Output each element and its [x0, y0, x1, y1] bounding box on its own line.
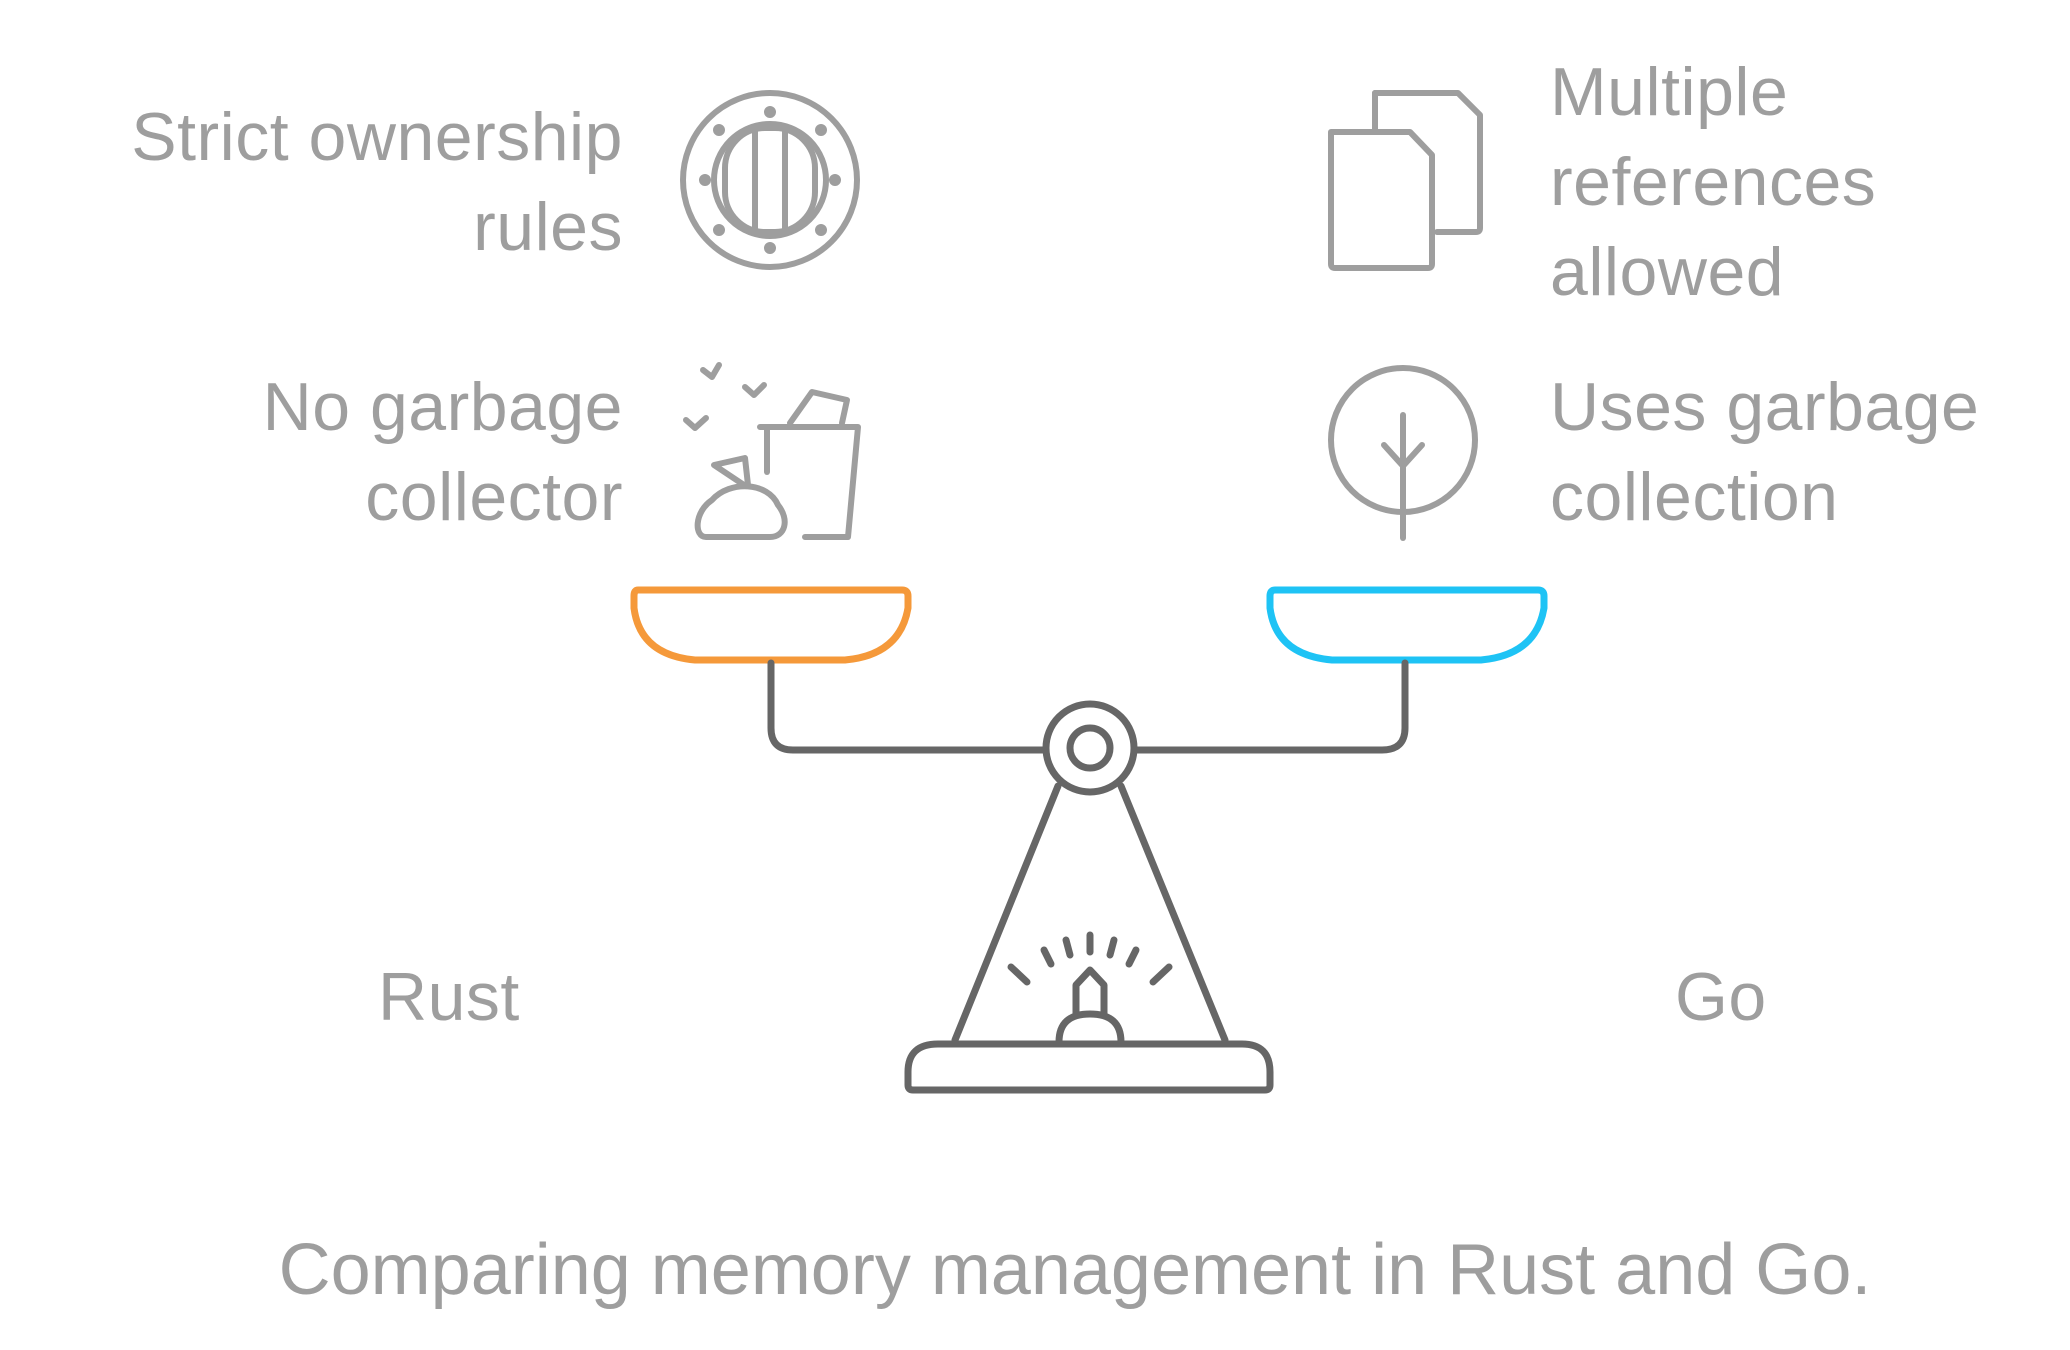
copy-documents-icon — [1328, 90, 1483, 271]
left-scale-pan — [630, 586, 912, 664]
rust-feature-ownership-label: Strict ownership rules — [131, 99, 623, 265]
rust-feature-no-gc-label: No garbage collector — [262, 369, 623, 535]
scale-indicator — [1007, 931, 1173, 1046]
go-feature-references-label: Multiple references allowed — [1550, 54, 1877, 310]
scale-base — [904, 1040, 1274, 1094]
rust-language-label: Rust — [378, 959, 520, 1035]
go-language-label: Go — [1675, 959, 1767, 1035]
tree-icon — [1328, 365, 1478, 541]
scale-beam — [767, 659, 1409, 754]
right-scale-pan — [1266, 586, 1548, 664]
go-feature-gc-label: Uses garbage collection — [1550, 369, 1980, 535]
ship-porthole-icon — [680, 90, 860, 270]
trash-bin-icon — [683, 362, 861, 540]
scale-stand — [951, 782, 1229, 1044]
scale-pivot — [1042, 700, 1138, 796]
diagram-caption: Comparing memory management in Rust and … — [278, 1230, 1872, 1310]
